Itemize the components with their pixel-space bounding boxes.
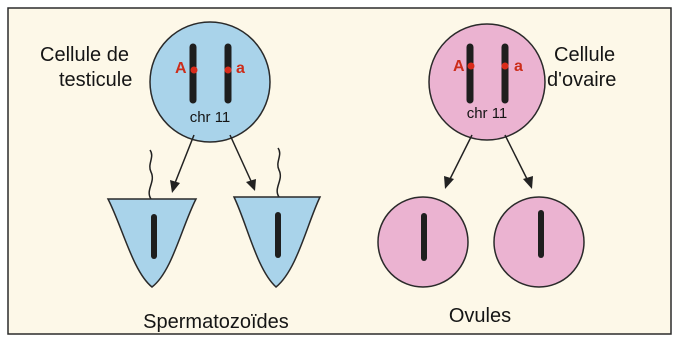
ovary-cell-label-line1: Cellule bbox=[554, 44, 615, 66]
ovule-cell bbox=[494, 197, 584, 287]
ovary-cell: A a chr 11 bbox=[429, 24, 545, 140]
allele-label-recessive: a bbox=[236, 60, 245, 77]
allele-label-dominant: A bbox=[175, 60, 187, 77]
allele-label-recessive: a bbox=[514, 58, 523, 75]
ovule-cell bbox=[378, 197, 468, 287]
ovules-label: Ovules bbox=[449, 305, 511, 327]
ovary-cell-body bbox=[429, 24, 545, 140]
allele-dot-right bbox=[502, 63, 509, 70]
allele-dot-left bbox=[468, 63, 475, 70]
chromosome-label: chr 11 bbox=[190, 109, 231, 126]
testis-cell: A a chr 11 bbox=[150, 22, 270, 142]
allele-dot-right bbox=[225, 67, 232, 74]
ovary-cell-label-line2: d'ovaire bbox=[547, 69, 616, 91]
allele-dot-left bbox=[191, 67, 198, 74]
testis-cell-label-line2: testicule bbox=[59, 69, 132, 91]
spermatozoa-label: Spermatozoïdes bbox=[143, 311, 289, 333]
allele-label-dominant: A bbox=[453, 58, 465, 75]
testis-cell-label-line1: Cellule de bbox=[40, 44, 129, 66]
chromosome-label: chr 11 bbox=[467, 105, 508, 122]
